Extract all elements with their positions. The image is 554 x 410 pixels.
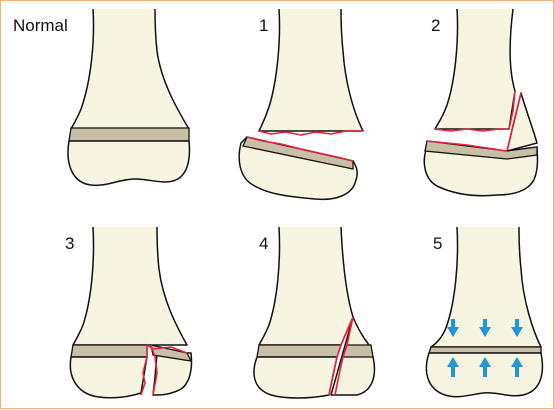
- growth-plate: [69, 128, 189, 141]
- panel-3: 3: [65, 227, 191, 398]
- panel-5: 5: [426, 227, 542, 397]
- panel-label: 2: [431, 16, 440, 35]
- panel-label: 4: [259, 234, 268, 253]
- panel-label: 3: [65, 234, 74, 253]
- epiphysis: [68, 141, 189, 185]
- metaphysis-shaft: [73, 227, 187, 345]
- panel-4: 4: [254, 227, 374, 398]
- growth-plate-compressed: [429, 347, 541, 353]
- growth-plate: [257, 345, 341, 357]
- growth-plate: [71, 345, 147, 357]
- panel-normal: Normal: [13, 9, 189, 185]
- panel-label: Normal: [13, 16, 68, 35]
- panel-2: 2: [424, 9, 537, 196]
- metaphysis-shaft: [259, 227, 353, 345]
- epiphysis: [70, 357, 147, 398]
- epiphysis: [254, 357, 337, 398]
- panel-1: 1: [239, 9, 363, 199]
- panel-label: 5: [433, 234, 442, 253]
- panel-label: 1: [259, 16, 268, 35]
- metaphysis-shaft: [435, 9, 515, 129]
- growth-plate: [343, 345, 373, 357]
- metaphysis-shaft: [259, 9, 363, 131]
- metaphysis-shaft: [71, 9, 189, 129]
